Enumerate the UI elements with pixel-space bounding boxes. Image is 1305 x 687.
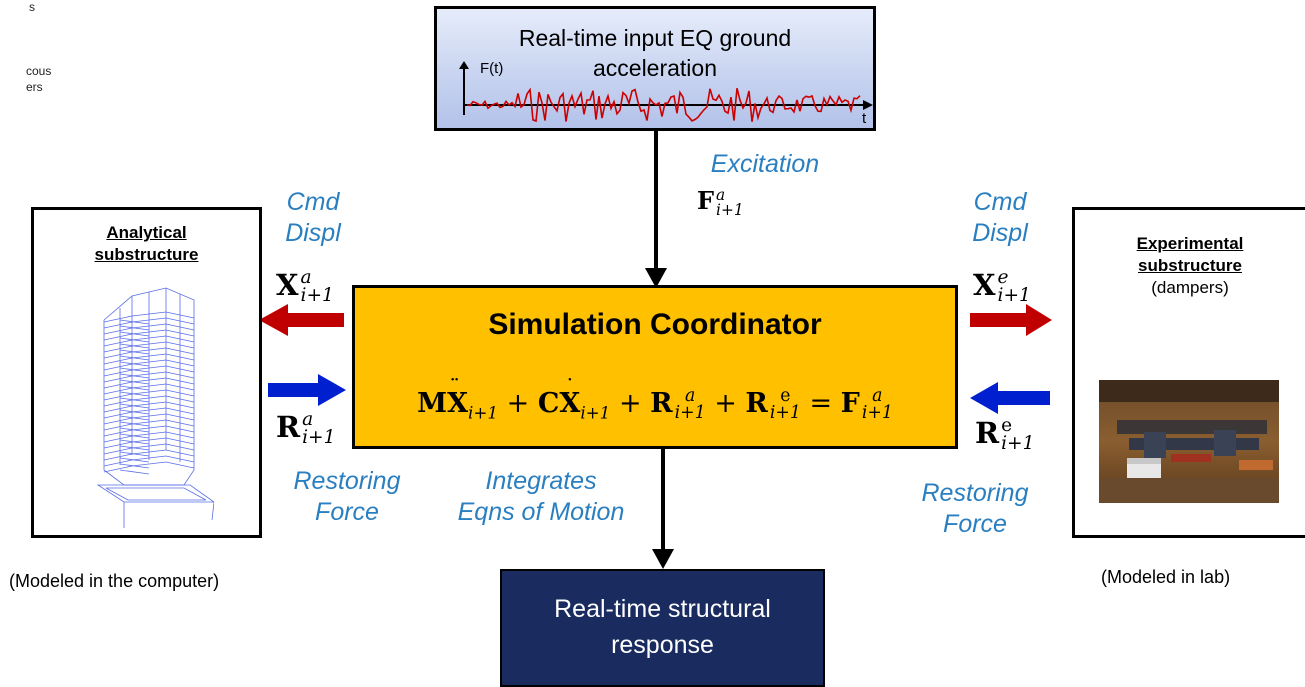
frame-floor-line xyxy=(103,317,195,329)
frame-floor-line xyxy=(103,389,195,401)
frame-floor-line xyxy=(103,377,195,389)
corner-text-3: ers xyxy=(26,80,43,94)
plot-y-arrowhead xyxy=(459,61,469,69)
response-arrow-head xyxy=(652,549,674,569)
frame-floor-line xyxy=(103,407,195,419)
ground-acceleration-signal xyxy=(466,87,861,123)
plot-x-label: t xyxy=(862,110,867,127)
frame-floor-line xyxy=(103,365,195,377)
simulation-coordinator-box: Simulation Coordinator MX¨i+1 + CX˙i+1 +… xyxy=(352,285,958,449)
frame-floor-line xyxy=(103,461,195,473)
input-excitation-box: Real-time input EQ ground acceleration F… xyxy=(434,6,876,131)
coordinator-title: Simulation Coordinator xyxy=(488,308,822,341)
frame-floor-line xyxy=(103,311,195,323)
experimental-subtitle: (dampers) xyxy=(1151,278,1229,297)
corner-text-2: cous xyxy=(26,64,52,78)
frame-floor-line xyxy=(103,413,195,425)
analytical-frame-model xyxy=(96,287,214,528)
frame-floor-line xyxy=(103,425,195,437)
frame-floor-line xyxy=(103,443,195,455)
frame-floor-line xyxy=(103,383,195,395)
frame-floor-line xyxy=(103,401,195,413)
frame-brace-line xyxy=(119,469,150,475)
experimental-caption: (Modeled in lab) xyxy=(1101,567,1231,587)
frame-floor-line xyxy=(103,431,195,443)
left-cmd-arrow xyxy=(259,304,344,336)
frame-floor-line xyxy=(103,419,195,431)
input-title-line1: Real-time input EQ ground xyxy=(518,25,792,51)
frame-floor-line xyxy=(103,329,195,341)
lab-damper-photo xyxy=(1099,380,1279,503)
right-force-arrow xyxy=(970,382,1050,414)
ground-motion-plot: F(t) t xyxy=(459,60,873,127)
plot-x-arrowhead xyxy=(863,100,873,110)
frame-floor-line xyxy=(103,323,195,335)
input-box-title: Real-time input EQ ground acceleration xyxy=(437,23,873,83)
right-cmd-arrow xyxy=(970,304,1052,336)
frame-floor-line xyxy=(103,395,195,407)
input-title-line2: acceleration xyxy=(592,55,718,81)
corner-text-1: s xyxy=(29,0,35,14)
analytical-caption: (Modeled in the computer) xyxy=(9,571,220,591)
frame-floor-line xyxy=(103,449,195,461)
frame-floor-line xyxy=(103,359,195,371)
excitation-arrow-head xyxy=(645,268,667,288)
frame-floor-line xyxy=(103,335,195,347)
frame-floor-line xyxy=(103,371,195,383)
left-force-arrow xyxy=(268,374,346,406)
plot-y-label: F(t) xyxy=(480,60,503,77)
frame-floor-line xyxy=(103,455,195,467)
frame-floor-line xyxy=(103,353,195,365)
frame-floor-line xyxy=(103,341,195,353)
frame-floor-line xyxy=(103,437,195,449)
excitation-label: Excitation xyxy=(710,150,820,178)
frame-floor-line xyxy=(103,347,195,359)
